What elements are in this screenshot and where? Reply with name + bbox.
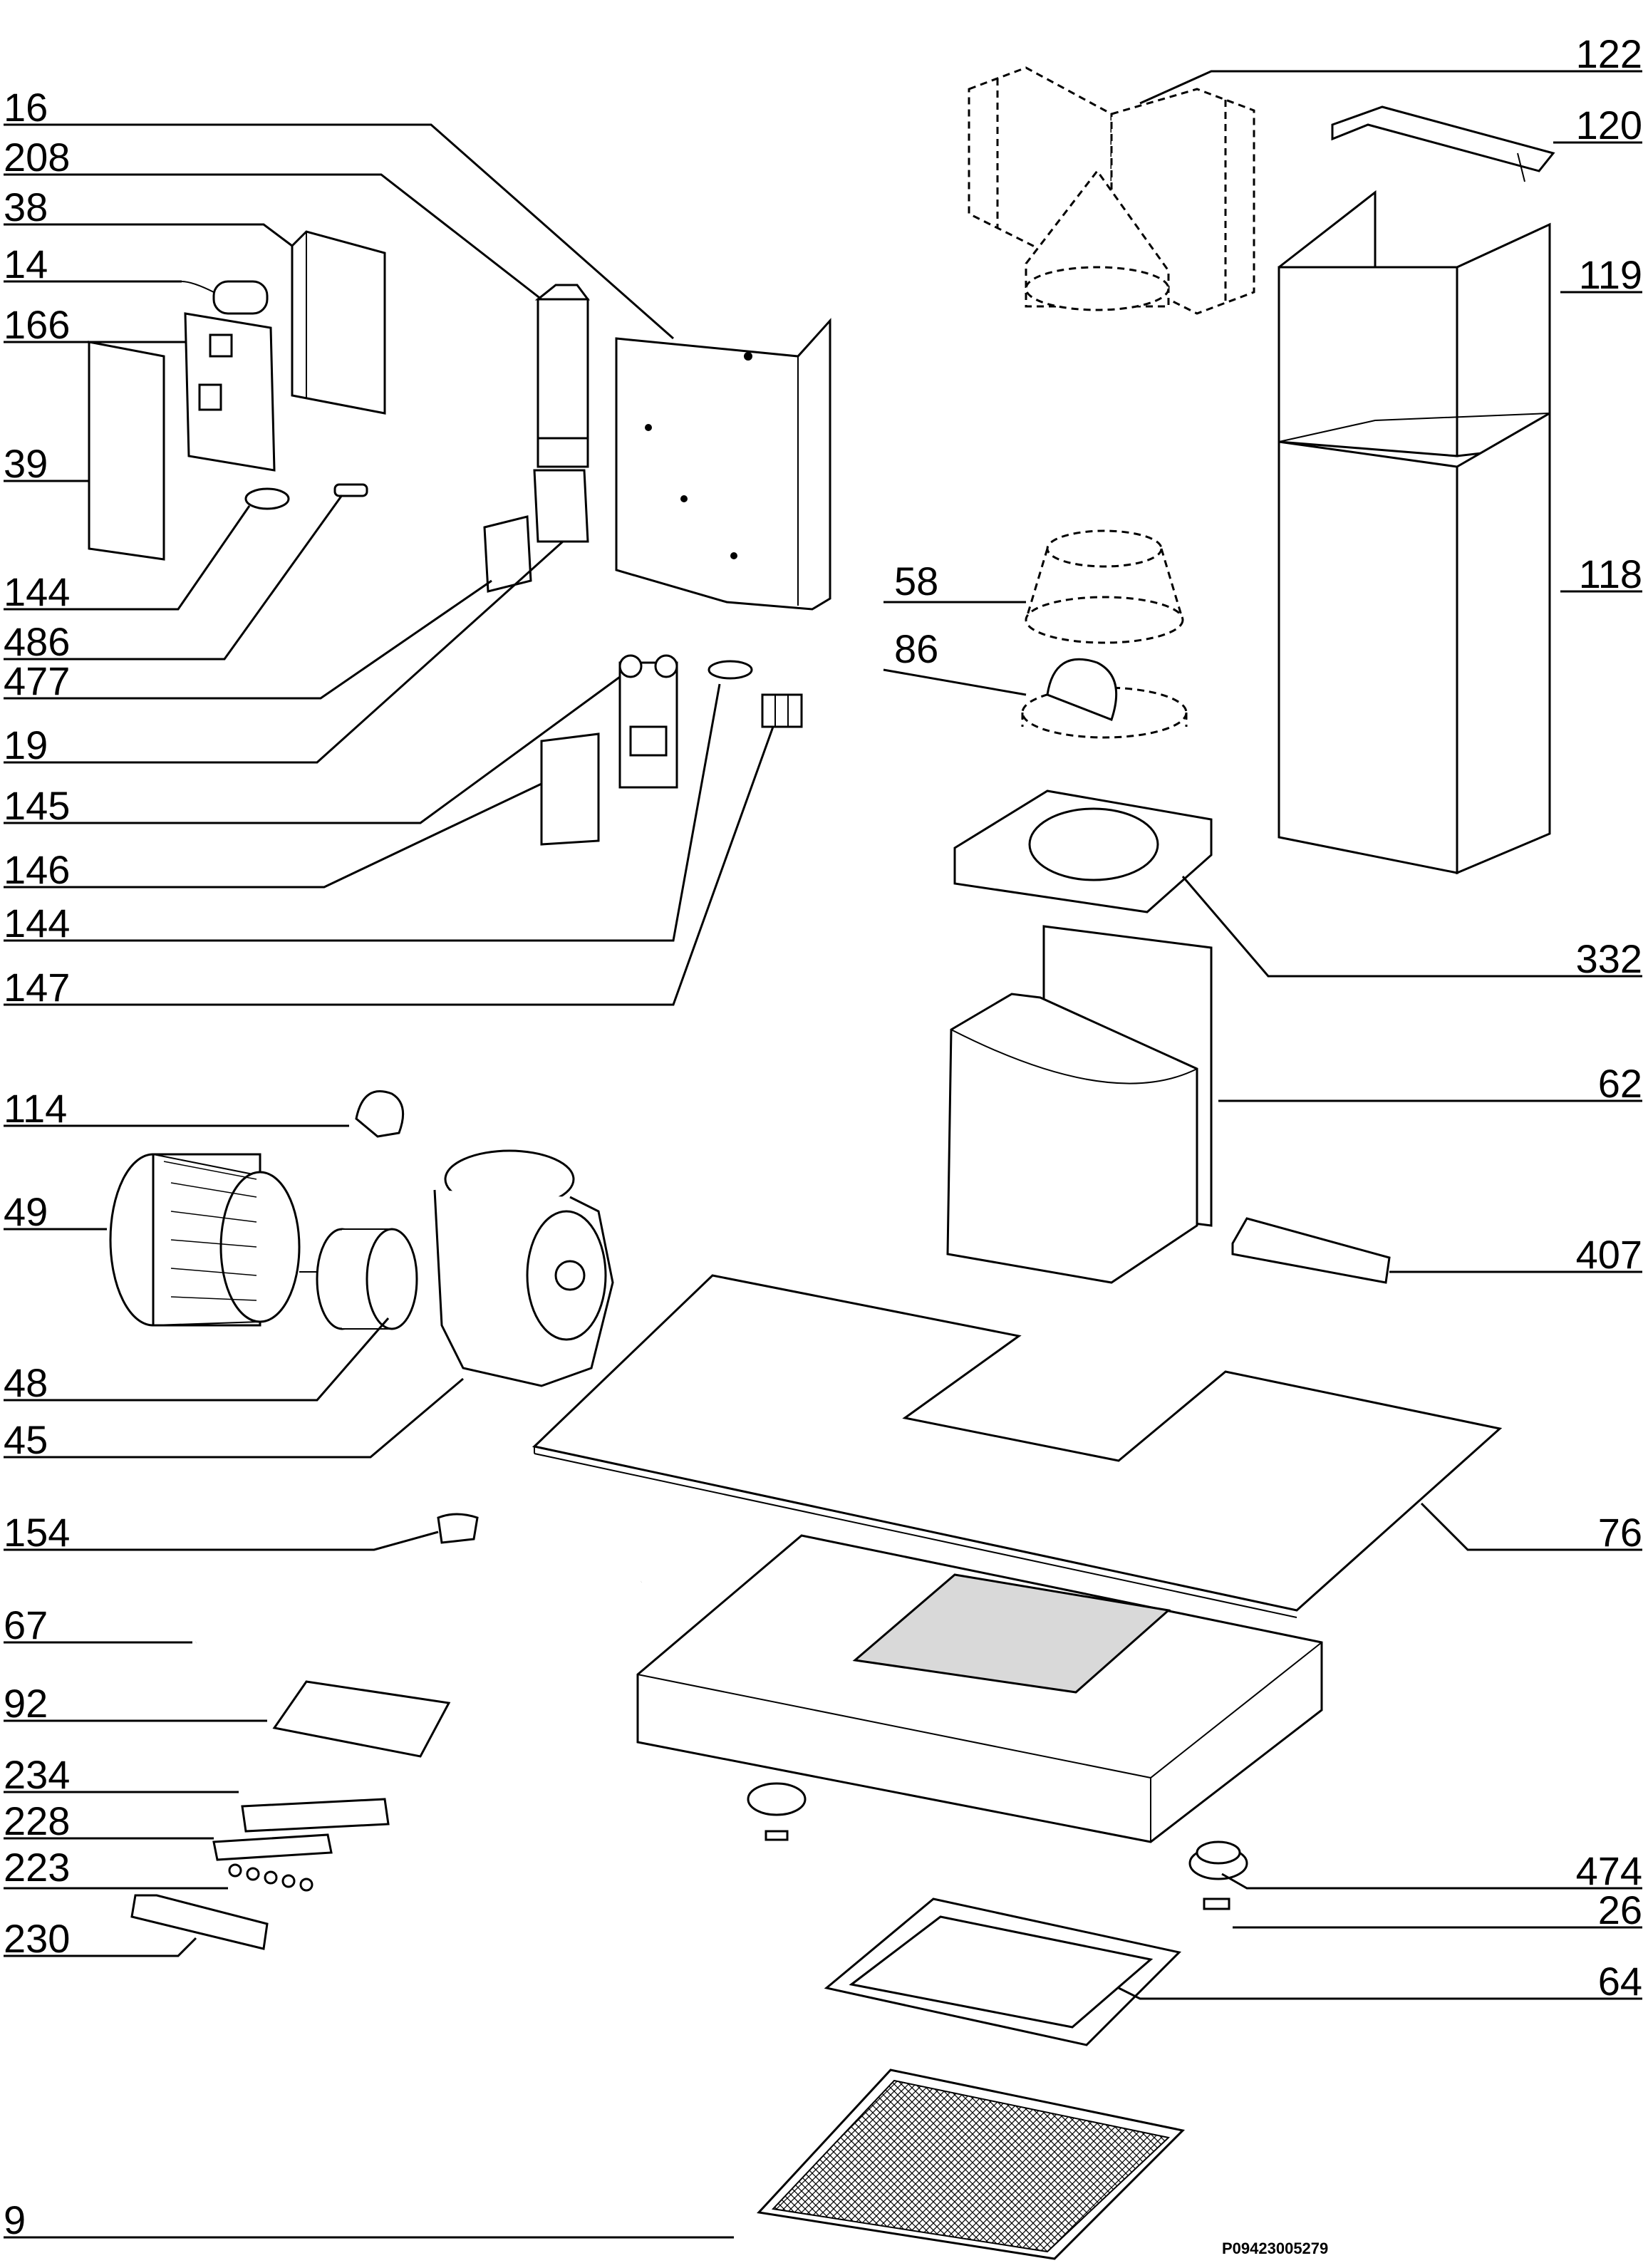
drawing-code: P09423005279 xyxy=(1222,2239,1328,2257)
label-16: 16 xyxy=(4,85,48,130)
label-45: 45 xyxy=(4,1417,48,1462)
part-39-cover xyxy=(88,341,165,561)
part-38-control-box xyxy=(291,230,386,415)
label-26: 26 xyxy=(1598,1888,1642,1932)
part-92-bracket-plate xyxy=(272,1680,451,1758)
part-144-grommet xyxy=(244,487,290,510)
part-407-bracket xyxy=(1231,1217,1391,1284)
label-407: 407 xyxy=(1576,1232,1642,1277)
part-19-clip xyxy=(533,469,589,543)
label-146: 146 xyxy=(4,847,70,892)
part-486-fuse xyxy=(333,483,368,497)
label-48: 48 xyxy=(4,1360,48,1405)
label-477: 477 xyxy=(4,658,70,703)
label-67: 67 xyxy=(4,1602,48,1647)
part-114-cable-clamp xyxy=(355,1090,405,1138)
part-477-bracket xyxy=(483,515,532,593)
label-486: 486 xyxy=(4,619,70,664)
part-9-grease-filter xyxy=(756,2068,1186,2260)
part-122-duct-adapter xyxy=(968,66,1255,315)
label-114: 114 xyxy=(4,1086,67,1131)
part-230-control-panel xyxy=(130,1894,269,1950)
part-223-push-buttons xyxy=(228,1863,313,1892)
label-230: 230 xyxy=(4,1916,70,1961)
part-62-fan-housing xyxy=(946,925,1213,1284)
part-45-blower-housing xyxy=(433,1149,614,1387)
part-119-upper-chimney xyxy=(1278,190,1551,457)
part-76-cover-plate xyxy=(532,1274,1503,1618)
label-144-a: 144 xyxy=(4,569,70,614)
label-474: 474 xyxy=(1576,1848,1642,1893)
part-86-backflow-valve xyxy=(1021,658,1188,739)
label-228: 228 xyxy=(4,1798,70,1843)
part-16-back-plate xyxy=(615,318,831,611)
label-62: 62 xyxy=(1598,1061,1642,1106)
part-208-electronic-module xyxy=(534,284,590,468)
part-58-flange-collar xyxy=(1025,529,1184,644)
label-144-b: 144 xyxy=(4,901,70,946)
label-145: 145 xyxy=(4,783,70,828)
label-38: 38 xyxy=(4,185,48,229)
label-58: 58 xyxy=(894,559,938,604)
label-223: 223 xyxy=(4,1845,70,1890)
label-208: 208 xyxy=(4,135,70,180)
part-228-button-panel xyxy=(212,1833,333,1861)
label-118: 118 xyxy=(1579,552,1642,596)
part-49-fan-wheel xyxy=(109,1153,301,1327)
label-234: 234 xyxy=(4,1752,70,1797)
label-332: 332 xyxy=(1576,936,1642,981)
part-474-lamp-holder xyxy=(1188,1840,1248,1880)
label-147: 147 xyxy=(4,965,70,1010)
part-14-capacitor xyxy=(181,280,269,315)
part-hood-canopy xyxy=(636,1534,1323,1843)
part-154-clip xyxy=(437,1513,479,1544)
part-48-motor xyxy=(299,1228,418,1330)
part-145-switch xyxy=(618,654,678,789)
part-120-bracket xyxy=(1331,105,1555,182)
label-9: 9 xyxy=(4,2197,26,2242)
part-166-circuit-board xyxy=(184,312,276,472)
part-234-control-housing xyxy=(241,1798,390,1833)
part-67-flex-strip xyxy=(195,1579,643,1645)
part-147-terminal-block xyxy=(761,693,803,728)
label-92: 92 xyxy=(4,1681,48,1726)
label-14: 14 xyxy=(4,242,48,286)
label-86: 86 xyxy=(894,626,938,671)
part-118-lower-chimney xyxy=(1278,411,1551,875)
label-76: 76 xyxy=(1598,1510,1642,1555)
label-166: 166 xyxy=(4,302,70,347)
label-49: 49 xyxy=(4,1189,48,1234)
label-19: 19 xyxy=(4,723,48,767)
part-146-relay xyxy=(540,732,600,846)
label-39: 39 xyxy=(4,441,48,486)
label-120: 120 xyxy=(1576,103,1642,147)
part-64-filter-frame xyxy=(824,1897,1182,2046)
part-332-motor-flange xyxy=(953,789,1213,913)
label-122: 122 xyxy=(1576,31,1642,76)
label-119: 119 xyxy=(1579,252,1642,297)
part-26-bulb xyxy=(1203,1897,1230,1910)
part-144-grommet-b xyxy=(708,660,753,680)
label-64: 64 xyxy=(1598,1959,1642,2004)
leader-lines xyxy=(4,70,1642,2239)
part-labels: 16 208 38 14 166 39 144 486 477 19 145 1… xyxy=(4,31,1642,2257)
label-154: 154 xyxy=(4,1510,70,1555)
part-lamp-holder-left xyxy=(747,1782,807,1841)
